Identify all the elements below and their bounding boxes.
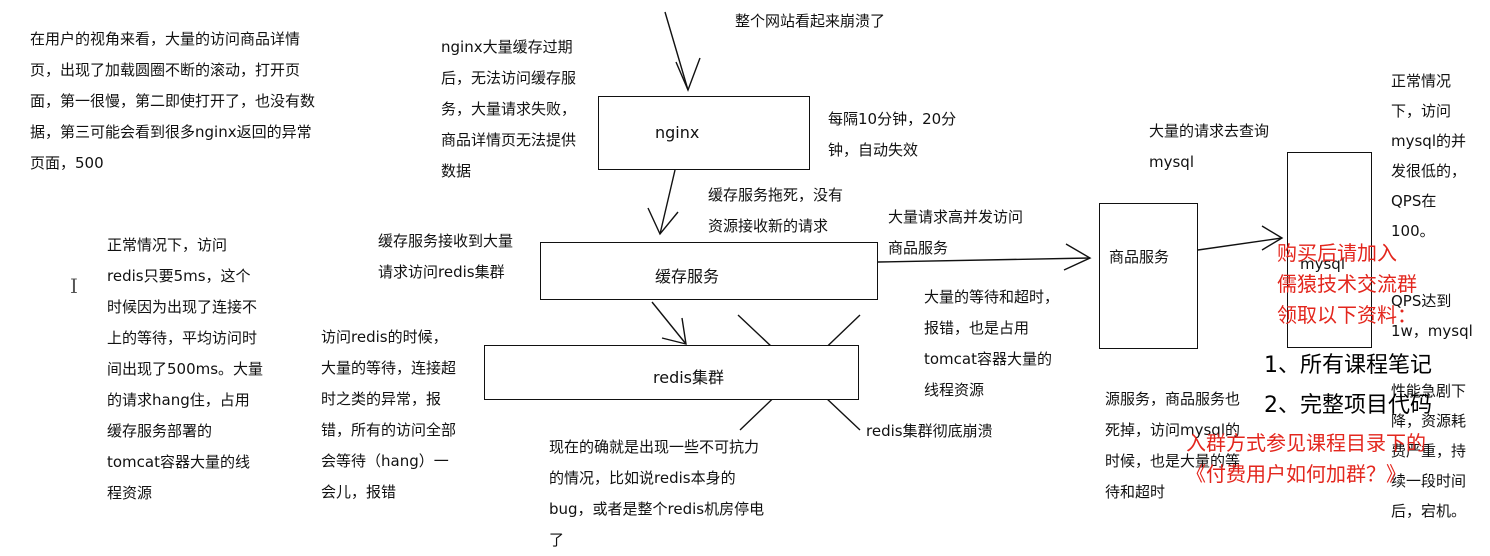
cache-dead-note: 缓存服务拖死，没有 资源接收新的请求 <box>708 186 844 235</box>
arrow-nginx-to-cache <box>659 169 676 235</box>
wait-timeout-note: 大量的等待和超时， 报错，也是占用 tomcat容器大量的 线程资源 <box>924 288 1060 399</box>
redis-collapse-note: redis集群彻底崩溃 <box>866 422 993 440</box>
overlay-item-1: 1、所有课程笔记 <box>1264 353 1432 378</box>
redis-cluster-box: redis集群 <box>484 345 859 400</box>
overlay-item-2: 2、完整项目代码 <box>1264 393 1432 418</box>
overlay-red-lines: 购买后请加入 儒猿技术交流群 领取以下资料： <box>1277 241 1417 327</box>
mysql-box: mysql <box>1287 152 1372 348</box>
cache-service-box: 缓存服务 <box>540 242 878 300</box>
arrow-top-to-nginx <box>664 11 689 91</box>
nginx-box: nginx <box>598 96 810 170</box>
cache-recv-note: 缓存服务接收到大量 请求访问redis集群 <box>378 232 514 281</box>
arrowhead-nginx-to-cache <box>647 207 679 236</box>
nginx-expire-note: nginx大量缓存过期 后，无法访问缓存服 务，大量请求失败， 商品详情页无法提… <box>441 38 577 180</box>
nginx-box-label: nginx <box>655 123 700 142</box>
cache-box-label: 缓存服务 <box>655 267 720 286</box>
mysql-box-label: mysql <box>1300 255 1345 273</box>
redis-access-note: 访问redis的时候， 大量的等待，连接超 时之类的异常，报 错，所有的访问全部… <box>321 328 457 501</box>
arrow-cache-to-redis <box>651 301 687 345</box>
top-crash-note: 整个网站看起来崩溃了 <box>735 12 886 30</box>
mysql-normal-note: 正常情况 下，访问 mysql的并 发很低的， QPS在 100。 <box>1391 72 1467 240</box>
product-box-label: 商品服务 <box>1109 248 1170 266</box>
product-service-box: 商品服务 <box>1099 203 1198 349</box>
every-10min-note: 每隔10分钟，20分 钟，自动失效 <box>828 110 957 159</box>
arrowhead-top-to-nginx <box>675 57 701 92</box>
arrowhead-cache-to-redis <box>661 317 687 345</box>
overlay-join-lines: 入群方式参见课程目录下的 《付费用户如何加群？》 <box>1186 431 1426 486</box>
mysql-overlap-note: QPS达到 1w，mysql 性能急剧下 降，资源耗 费严重，持 续一段时间 后… <box>1391 292 1473 520</box>
arrowhead-cache-to-product <box>1063 243 1092 271</box>
text-cursor-icon: I <box>70 274 78 298</box>
redis-box-label: redis集群 <box>653 368 725 387</box>
big-query-note: 大量的请求去查询 mysql <box>1149 122 1270 171</box>
redis-normal-note: 正常情况下，访问 redis只要5ms，这个 时候因为出现了连接不 上的等待，平… <box>107 236 264 502</box>
arrow-product-to-mysql <box>1197 237 1283 251</box>
user-view-note: 在用户的视角来看，大量的访问商品详情 页，出现了加载圆圈不断的滚动，打开页 面，… <box>30 30 316 172</box>
high-concurrency-note: 大量请求高并发访问 商品服务 <box>888 208 1024 257</box>
source-service-note: 源服务，商品服务也 死掉，访问mysql的 时候，也是大量的等 待和超时 <box>1105 390 1241 501</box>
force-majeure-note: 现在的确就是出现一些不可抗力 的情况，比如说redis本身的 bug，或者是整个… <box>549 438 765 549</box>
